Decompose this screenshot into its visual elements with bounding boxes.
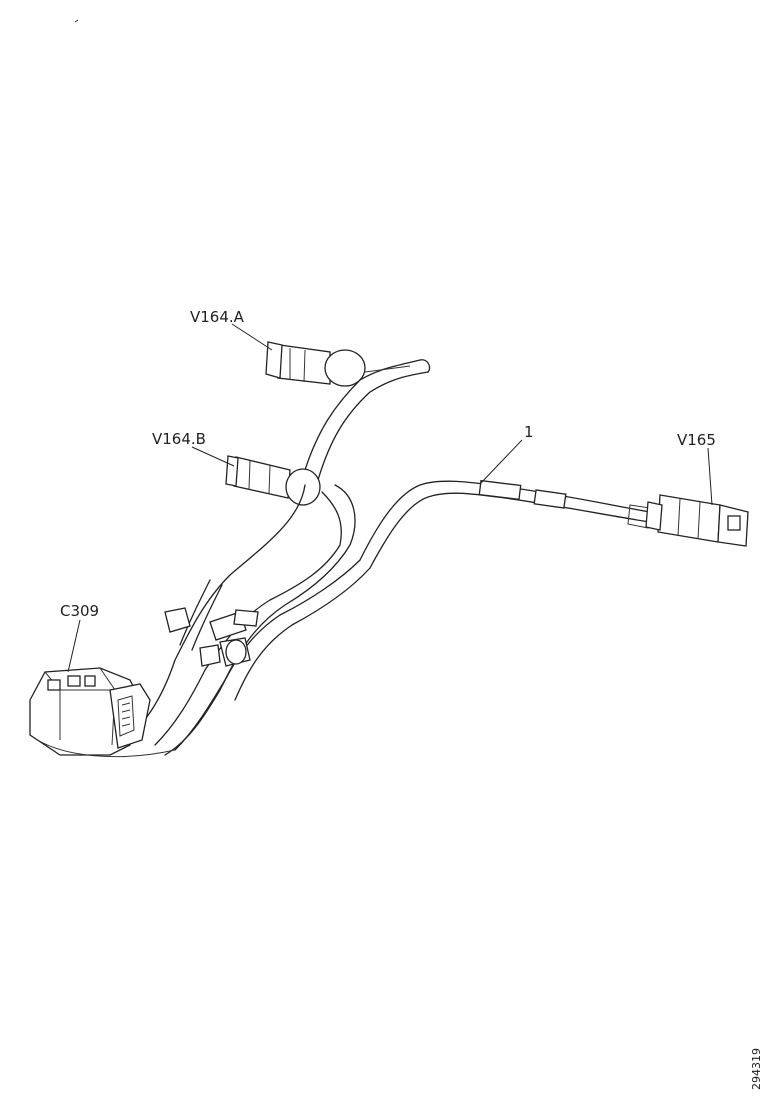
- leader-v165: [707, 447, 713, 506]
- leader-v164b: [191, 446, 235, 467]
- label-v164b: V164.B: [152, 430, 206, 448]
- harness-clips: [164, 607, 259, 667]
- connector-v165: [645, 494, 749, 547]
- figure-number: 294319: [750, 1048, 763, 1090]
- connector-v164a: [265, 341, 411, 387]
- leader-harness: [479, 439, 523, 485]
- label-v165: V165: [677, 431, 716, 449]
- label-harness: 1: [524, 423, 534, 441]
- label-c309: C309: [60, 602, 99, 620]
- stray-mark: [74, 19, 79, 23]
- connector-c309: [29, 667, 176, 758]
- leader-c309: [67, 619, 81, 673]
- connector-v164b: [225, 455, 321, 506]
- leader-v164a: [231, 323, 273, 351]
- label-v164a: V164.A: [190, 308, 245, 326]
- branch-v165: [359, 479, 651, 569]
